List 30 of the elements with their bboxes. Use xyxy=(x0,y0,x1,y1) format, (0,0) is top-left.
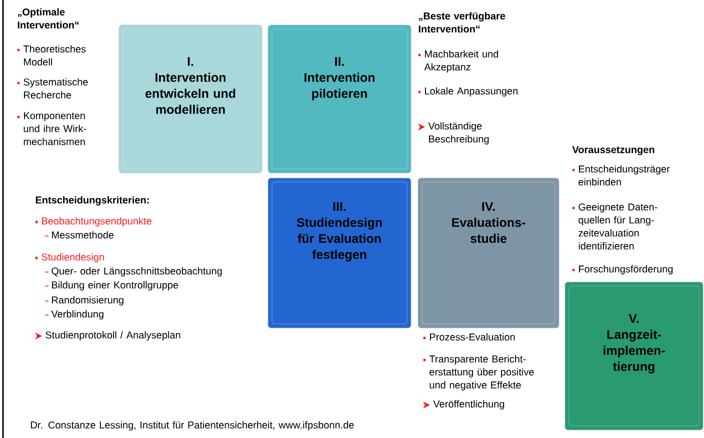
list-item: Randomisierung xyxy=(52,296,124,306)
stage-box: V. Langzeit-implemen-tierung xyxy=(564,282,704,430)
list-item: Bildung einer Kontrollgruppe xyxy=(52,281,178,290)
list-item: Veröffentlichung xyxy=(433,400,504,410)
list-item: Prozess-Evaluation xyxy=(430,333,515,341)
list-item: Transparente Bericht-erstattung über positive und negative Effekte xyxy=(429,355,534,390)
list-item: Geeignete Daten-quellen für Lang-zeitevaluation identifizieren xyxy=(578,203,658,250)
list-item: Forschungsförderung xyxy=(579,265,673,274)
heading: Voraussetzungen xyxy=(572,146,654,156)
list-item: Studiendesign xyxy=(42,253,104,262)
list-item: Verblindung xyxy=(51,310,104,320)
list-item: Systematische Recherche xyxy=(24,78,88,99)
list-item: Lokale Anpassungen xyxy=(425,87,518,96)
stage-box: IV. Evaluations-studie xyxy=(418,178,560,328)
list-item: Studienprotokoll / Analyseplan xyxy=(46,331,180,340)
footer-text: Dr. Constanze Lessing, Institut für Patientensicherheit, www.ifpsbonn.de xyxy=(31,421,354,430)
heading: Entscheidungskriterien: xyxy=(36,196,149,206)
list-item: Quer- oder Längsschnittsbeobachtung xyxy=(52,267,222,276)
list-item: Entscheidungsträger einbinden xyxy=(578,165,670,186)
list-item: Machbarkeit und Akzeptanz xyxy=(424,50,498,72)
list-item: Beobachtungsendpunkte xyxy=(42,217,152,226)
list-item: Vollständige Beschreibung xyxy=(428,122,489,144)
stage-box: III. Studiendesign für Evaluation festlegen xyxy=(268,178,412,328)
heading: „Beste verfügbare Intervention“ xyxy=(418,12,506,33)
stage-box: II. Intervention pilotieren xyxy=(268,24,412,174)
list-item: Komponenten und ihre Wirk-mechanismen xyxy=(24,112,86,146)
stage-box: I. Intervention entwickeln und modellieren xyxy=(118,24,262,174)
list-item: Messmethode xyxy=(52,231,114,239)
list-item: Theoretisches Modell xyxy=(23,45,86,66)
heading: „Optimale Intervention“ xyxy=(18,8,79,29)
